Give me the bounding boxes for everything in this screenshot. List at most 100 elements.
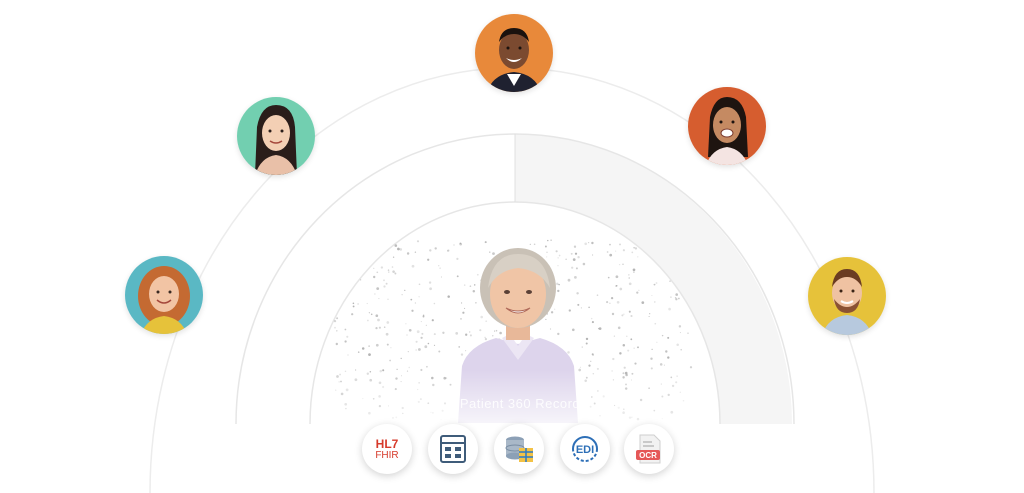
- particle-dot: [650, 357, 653, 360]
- particle-dot: [584, 242, 587, 246]
- particle-dot: [485, 320, 488, 323]
- particle-dot: [631, 251, 634, 254]
- particle-dot: [400, 357, 402, 360]
- particle-dot: [464, 307, 466, 309]
- particle-dot: [573, 245, 577, 248]
- particle-dot: [611, 312, 615, 316]
- particle-dot: [633, 271, 635, 273]
- particle-dot: [546, 256, 548, 258]
- particle-dot: [347, 354, 349, 356]
- particle-dot: [390, 347, 392, 349]
- particle-dot: [352, 305, 355, 308]
- particle-dot: [460, 318, 462, 320]
- particle-dot: [344, 328, 347, 331]
- particle-dot: [484, 336, 486, 339]
- particle-dot: [429, 287, 432, 291]
- particle-dot: [588, 364, 591, 367]
- particle-dot: [632, 268, 636, 272]
- particle-dot: [392, 270, 395, 273]
- particle-dot: [367, 319, 369, 322]
- particle-dot: [394, 272, 397, 275]
- spreadsheet-source-button[interactable]: [428, 424, 478, 474]
- particle-dot: [377, 318, 380, 322]
- particle-dot: [359, 279, 362, 281]
- bottom-fade: [330, 370, 710, 430]
- ocr-label: OCR: [639, 451, 657, 460]
- particle-dot: [556, 282, 559, 286]
- database-source-button[interactable]: [494, 424, 544, 474]
- particle-dot: [574, 276, 577, 279]
- particle-dot: [675, 293, 678, 296]
- particle-dot: [492, 335, 494, 337]
- particle-dot: [585, 337, 589, 341]
- particle-dot: [654, 322, 657, 325]
- particle-dot: [375, 343, 379, 347]
- particle-dot: [433, 302, 436, 305]
- particle-dot: [462, 311, 465, 314]
- particle-dot: [469, 285, 472, 288]
- particle-dot: [638, 289, 640, 291]
- particle-dot: [378, 326, 381, 329]
- particle-dot: [609, 253, 613, 257]
- spreadsheet-icon: [440, 435, 466, 463]
- particle-dot: [606, 301, 609, 304]
- edi-source-button[interactable]: EDI: [560, 424, 610, 474]
- particle-dot: [397, 247, 400, 251]
- particle-dot: [375, 327, 378, 330]
- particle-dot: [627, 349, 630, 352]
- particle-dot: [447, 250, 449, 252]
- particle-dot: [394, 244, 398, 247]
- particle-dot: [427, 342, 430, 345]
- particle-dot: [654, 301, 656, 303]
- particle-dot: [621, 314, 624, 317]
- particle-dot: [577, 256, 580, 259]
- particle-dot: [431, 319, 434, 322]
- particle-dot: [634, 362, 637, 365]
- particle-dot: [675, 298, 678, 301]
- particle-dot: [387, 298, 389, 300]
- particle-dot: [433, 333, 436, 336]
- particle-dot: [438, 350, 441, 353]
- particle-dot: [370, 313, 373, 316]
- particle-dot: [615, 275, 619, 279]
- particle-dot: [426, 365, 428, 368]
- particle-dot: [572, 258, 576, 261]
- particle-dot: [610, 296, 614, 300]
- particle-dot: [570, 252, 573, 255]
- particle-dot: [628, 277, 630, 279]
- particle-dot: [628, 310, 631, 313]
- particle-dot: [439, 267, 441, 269]
- particle-dot: [547, 239, 549, 242]
- particle-dot: [473, 284, 476, 286]
- particle-dot: [494, 330, 496, 332]
- avatar-dark-hair-woman: [237, 97, 315, 175]
- hl7-fhir-source-button[interactable]: HL7 FHIR: [362, 424, 412, 474]
- particle-dot: [565, 258, 567, 260]
- particle-dot: [678, 297, 680, 300]
- particle-dot: [414, 302, 417, 304]
- particle-dot: [674, 297, 677, 299]
- particle-dot: [468, 331, 471, 333]
- particle-dot: [609, 302, 611, 304]
- particle-dot: [619, 243, 621, 246]
- particle-dot: [499, 331, 502, 335]
- database-icon: [505, 436, 533, 462]
- particle-dot: [401, 294, 403, 296]
- particle-dot: [579, 366, 581, 368]
- particle-dot: [633, 347, 635, 349]
- particle-dot: [376, 271, 379, 274]
- particle-dot: [453, 244, 455, 246]
- particle-dot: [352, 302, 355, 305]
- particle-dot: [357, 351, 360, 353]
- particle-dot: [630, 314, 633, 318]
- particle-dot: [489, 251, 491, 253]
- particle-dot: [383, 326, 386, 328]
- ocr-source-button[interactable]: OCR: [624, 424, 674, 474]
- particle-dot: [623, 313, 625, 315]
- particle-dot: [434, 247, 437, 250]
- particle-dot: [373, 275, 376, 279]
- particle-dot: [661, 334, 664, 337]
- particle-dot: [655, 282, 658, 284]
- particle-dot: [368, 345, 370, 347]
- particle-dot: [438, 265, 440, 267]
